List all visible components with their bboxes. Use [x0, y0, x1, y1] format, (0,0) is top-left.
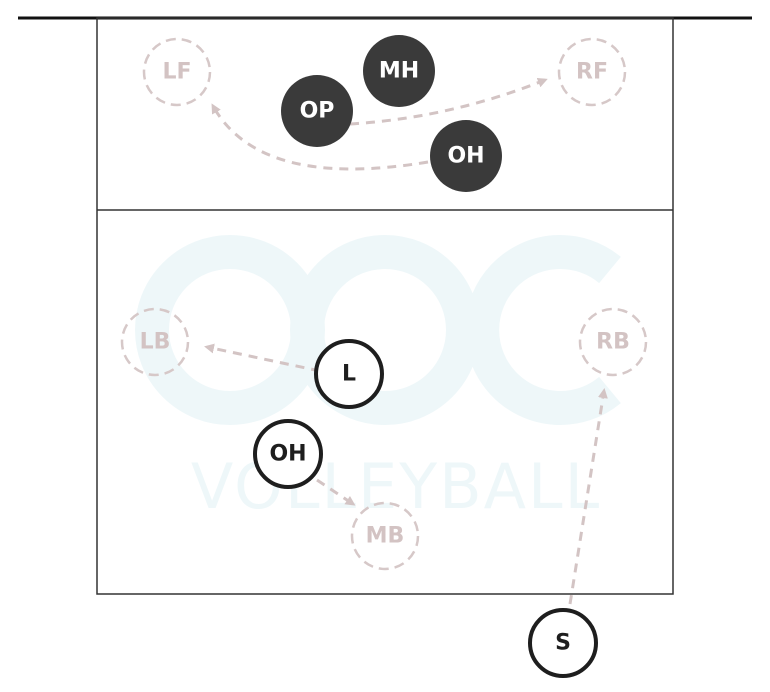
- arrow-op-to-rf: [349, 77, 548, 126]
- player-l: L: [314, 339, 384, 409]
- arrow-s-to-rb: [568, 388, 608, 605]
- watermark: VOLLEYBALL: [135, 235, 621, 523]
- player-mh-label: MH: [379, 59, 419, 84]
- court-boundary: [96, 17, 674, 595]
- player-s: S: [528, 608, 598, 678]
- arrow-oh-to-mb: [316, 478, 356, 506]
- position-lb-label: LB: [140, 330, 171, 355]
- watermark-text: VOLLEYBALL: [191, 450, 601, 523]
- arrow-l-to-lb: [204, 343, 321, 373]
- player-oh-back: OH: [253, 419, 323, 489]
- position-mb-label: MB: [366, 524, 405, 549]
- position-rb-label: RB: [596, 330, 630, 355]
- position-lf: LF: [142, 37, 212, 107]
- position-rf: RF: [557, 37, 627, 107]
- player-oh-back-label: OH: [269, 442, 306, 467]
- player-op-label: OP: [300, 99, 335, 124]
- arrow-oh-to-lf: [211, 103, 429, 171]
- player-l-label: L: [342, 362, 356, 387]
- player-oh-front-label: OH: [447, 144, 484, 169]
- position-rb: RB: [578, 307, 648, 377]
- player-s-label: S: [555, 631, 571, 656]
- player-op: OP: [281, 75, 353, 147]
- position-mb: MB: [350, 501, 420, 571]
- player-mh: MH: [363, 35, 435, 107]
- position-lf-label: LF: [162, 60, 191, 85]
- position-lb: LB: [120, 307, 190, 377]
- player-oh-front: OH: [430, 120, 502, 192]
- position-rf-label: RF: [576, 60, 608, 85]
